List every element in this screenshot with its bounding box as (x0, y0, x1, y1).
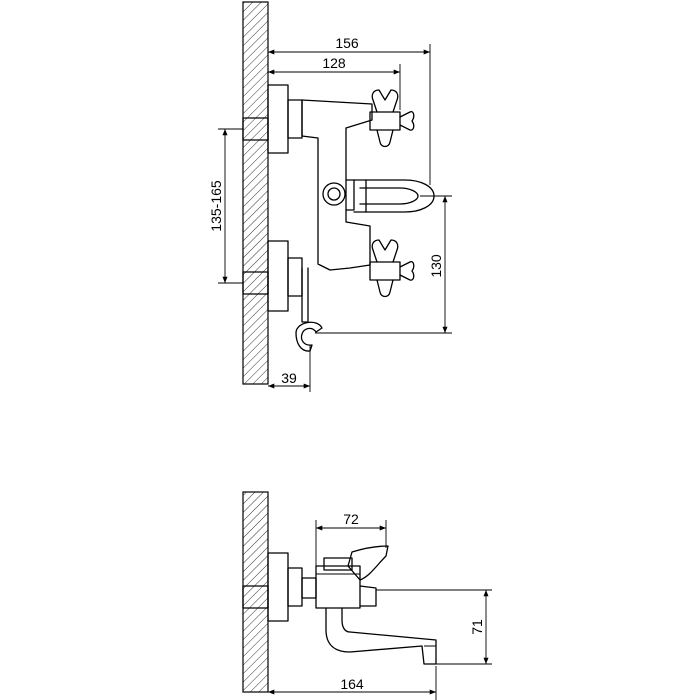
front-view: 156 128 135-165 130 39 (208, 1, 452, 392)
dimension-label-height: 130 (428, 254, 444, 278)
dimension-overall-width: 156 (267, 35, 431, 185)
wall-section-upper (242, 1, 269, 385)
lower-cross-handle[interactable] (369, 239, 415, 298)
dimension-handle-offset: 128 (268, 55, 401, 110)
shower-holder (295, 267, 323, 352)
dimension-label-overall-width: 156 (335, 35, 359, 51)
diverter-knob[interactable] (322, 182, 346, 206)
dimension-height: 130 (315, 195, 452, 334)
mixer-body (301, 99, 373, 271)
side-wall-connection (242, 552, 317, 622)
dimension-holder-offset: 39 (268, 345, 311, 392)
dimension-connection-spacing: 135-165 (208, 128, 243, 284)
side-view: 72 164 71 (242, 491, 492, 700)
dimension-label-body-depth: 72 (343, 511, 359, 527)
dimension-label-spout-height: 71 (469, 619, 485, 635)
dimension-label-spout-reach: 164 (340, 676, 364, 692)
dimension-spout-reach: 164 (268, 666, 437, 700)
wall-section-lower (242, 491, 269, 693)
upper-cross-handle[interactable] (369, 89, 415, 148)
dimension-label-handle-offset: 128 (322, 55, 346, 71)
side-mixer-body (315, 557, 377, 609)
dimension-label-connection-spacing: 135-165 (208, 180, 224, 232)
dimension-spout-height: 71 (376, 589, 492, 665)
dimension-body-depth: 72 (315, 511, 387, 566)
side-lever-handle[interactable] (347, 545, 389, 581)
side-spout (325, 607, 437, 665)
dimension-label-holder-offset: 39 (281, 370, 297, 386)
